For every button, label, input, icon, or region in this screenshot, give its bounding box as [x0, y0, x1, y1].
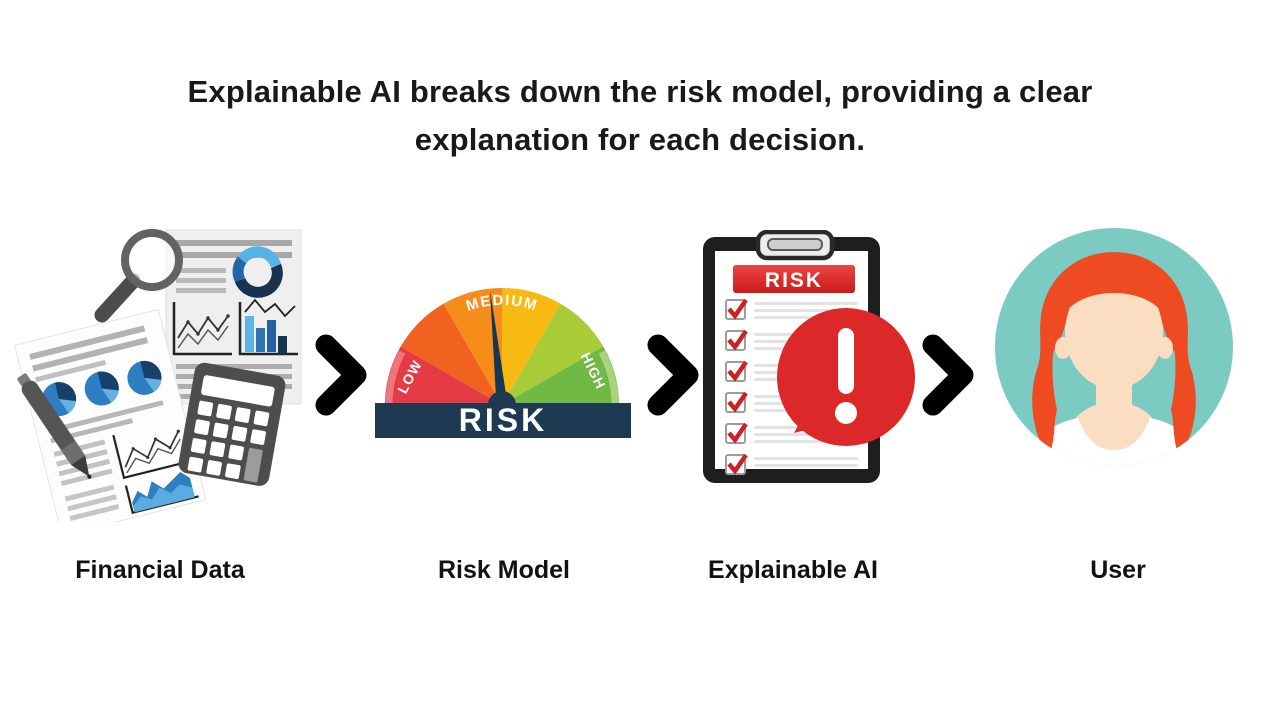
calculator-icon — [178, 362, 286, 486]
checklist-row — [725, 453, 858, 475]
gauge-segments — [385, 288, 619, 406]
avatar-hair-bang-left — [1046, 269, 1114, 358]
flow-arrow-icon — [922, 334, 974, 416]
area-chart-icon — [124, 472, 199, 515]
title-line-2: explanation for each decision. — [414, 122, 866, 157]
title-line-1: Explainable AI breaks down the risk mode… — [187, 74, 1093, 109]
gauge-needle — [490, 290, 508, 406]
line-chart-small-icon — [112, 429, 191, 480]
gauge-base-bar — [375, 403, 631, 438]
explainable-ai-clipboard-illustration: RISK — [703, 230, 915, 483]
page-title: Explainable AI breaks down the risk mode… — [0, 68, 1280, 164]
user-avatar-illustration — [995, 228, 1233, 466]
avatar-ear-left — [1055, 337, 1071, 359]
flow-arrow-icon — [647, 334, 699, 416]
stage-label-user: User — [1090, 556, 1146, 584]
gauge-medium-label: MEDIUM — [464, 292, 540, 315]
line-chart-icon — [172, 302, 232, 356]
stage-label-explainable-ai: Explainable AI — [708, 556, 878, 584]
avatar-face — [1065, 275, 1163, 389]
avatar-figure — [1022, 252, 1206, 466]
avatar-ear-right — [1157, 337, 1173, 359]
flow-arrow-icon — [315, 334, 367, 416]
checklist-row — [725, 298, 858, 320]
financial-data-illustration — [14, 229, 302, 522]
bar-chart-icon — [238, 298, 298, 356]
risk-banner — [733, 265, 855, 293]
clipboard-clip-icon — [755, 230, 835, 261]
risk-banner-label: RISK — [765, 269, 823, 292]
gauge-risk-caption: RISK — [459, 402, 547, 438]
donut-chart-icon — [232, 246, 283, 298]
pen-icon — [17, 373, 92, 479]
risk-gauge-illustration: MEDIUM LOW HIGH RISK — [375, 288, 631, 438]
avatar-hair — [1032, 252, 1196, 456]
stage-label-risk-model: Risk Model — [438, 556, 570, 584]
alert-bubble-icon — [777, 308, 915, 446]
stage-label-financial-data: Financial Data — [75, 556, 245, 584]
magnifier-icon — [94, 229, 183, 323]
avatar-hair-bang-right — [1114, 269, 1182, 358]
